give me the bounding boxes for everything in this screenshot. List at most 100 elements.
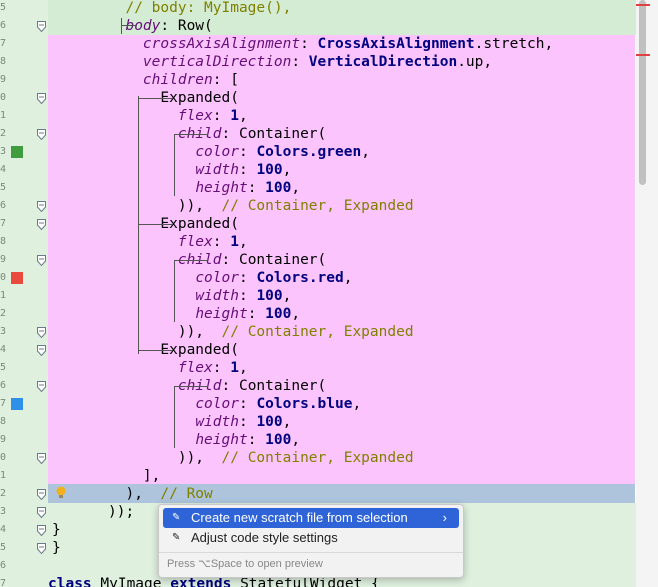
fold-toggle-icon[interactable] [37, 507, 46, 518]
code-line: ), // Row [108, 485, 212, 503]
code-token: class [48, 576, 101, 587]
line-number: 9 [0, 434, 7, 445]
code-token: flex [177, 108, 213, 124]
intention-actions-popup[interactable]: ✎ Create new scratch file from selection… [158, 504, 464, 578]
line-number: 0 [0, 92, 7, 103]
fold-toggle-icon[interactable] [37, 21, 46, 32]
code-token: , [291, 180, 301, 196]
scrollbar-thumb[interactable] [639, 0, 646, 185]
code-token: : Row( [160, 18, 213, 34]
code-token [108, 162, 195, 178]
code-token: extends [170, 576, 241, 587]
line-number: 0 [0, 272, 7, 283]
code-token [108, 108, 178, 124]
color-swatch-green[interactable] [11, 146, 23, 158]
line-number: 5 [0, 182, 7, 193]
code-token: : [212, 360, 231, 376]
indent-guide [174, 386, 208, 387]
code-token: , [361, 144, 370, 160]
code-token: MyImage [100, 576, 171, 587]
code-token: : [ [212, 72, 239, 88]
code-token: crossAxisAlignment [142, 36, 301, 52]
code-token: )); [108, 504, 135, 520]
line-number: 2 [0, 308, 7, 319]
code-token: : [247, 306, 266, 322]
code-token: )), [108, 198, 222, 214]
lightbulb-icon[interactable] [56, 486, 66, 500]
code-token: color [195, 396, 239, 412]
menu-item-adjust-style[interactable]: ✎ Adjust code style settings [172, 530, 338, 545]
code-token: // Container, Expanded [221, 450, 414, 466]
line-number: 1 [0, 290, 7, 301]
indent-guide [138, 98, 172, 99]
line-number: 1 [0, 110, 7, 121]
code-token: height [195, 306, 248, 322]
menu-item-create-scratch[interactable]: ✎ Create new scratch file from selection… [163, 508, 459, 528]
fold-toggle-icon[interactable] [37, 219, 46, 230]
code-token: : [212, 108, 231, 124]
code-token: Expanded( [108, 216, 239, 232]
color-swatch-red[interactable] [11, 272, 23, 284]
code-token: CrossAxisAlignment [317, 36, 475, 52]
line-number: 6 [0, 20, 7, 31]
code-token [108, 72, 143, 88]
error-marker[interactable] [636, 4, 650, 6]
fold-toggle-icon[interactable] [37, 255, 46, 266]
line-number: 5 [0, 542, 7, 553]
code-token: Colors.red [256, 270, 344, 286]
fold-toggle-icon[interactable] [37, 489, 46, 500]
color-swatch-blue[interactable] [11, 398, 23, 410]
indent-guide [174, 260, 175, 322]
error-marker[interactable] [636, 54, 650, 56]
code-token: , [238, 234, 248, 250]
line-number: 0 [0, 452, 7, 463]
code-token: : [238, 144, 257, 160]
fold-toggle-icon[interactable] [37, 453, 46, 464]
code-token [108, 396, 195, 412]
code-token: : [238, 288, 257, 304]
code-line: Expanded( [108, 215, 239, 233]
indent-guide [138, 96, 139, 354]
fold-toggle-icon[interactable] [37, 525, 46, 536]
line-number: 5 [0, 362, 7, 373]
code-token: // body: MyImage(), [108, 0, 292, 16]
fold-toggle-icon[interactable] [37, 345, 46, 356]
line-number: 7 [0, 398, 7, 409]
code-line: )), // Container, Expanded [108, 323, 414, 341]
code-token: 1 [230, 108, 239, 124]
scope-highlight-outer [48, 0, 648, 35]
line-number: 6 [0, 200, 7, 211]
indent-guide [138, 224, 172, 225]
fold-toggle-icon[interactable] [37, 93, 46, 104]
fold-toggle-icon[interactable] [37, 129, 46, 140]
code-token: .stretch, [474, 36, 554, 52]
code-token: Expanded( [108, 342, 239, 358]
code-token: 100 [256, 288, 283, 304]
code-token: : Container( [221, 126, 327, 142]
line-number: 7 [0, 578, 7, 587]
code-line: body: Row( [108, 17, 213, 35]
code-line: height: 100, [108, 431, 300, 449]
fold-toggle-icon[interactable] [37, 543, 46, 554]
code-token: StatefulWidget { [240, 576, 380, 587]
line-number: 6 [0, 380, 7, 391]
fold-toggle-icon[interactable] [37, 327, 46, 338]
fold-toggle-icon[interactable] [37, 381, 46, 392]
code-token: : [300, 36, 318, 52]
code-line: verticalDirection: VerticalDirection.up, [108, 53, 492, 71]
code-line: children: [ [108, 71, 239, 89]
indent-guide [121, 18, 122, 34]
code-token: , [352, 396, 362, 412]
indent-guide [174, 260, 208, 261]
code-token: color [195, 144, 239, 160]
code-token: : [238, 414, 257, 430]
scratch-icon: ✎ [172, 512, 181, 523]
fold-toggle-icon[interactable] [37, 201, 46, 212]
code-token: body [125, 18, 161, 34]
code-line: color: Colors.blue, [108, 395, 361, 413]
code-line: width: 100, [108, 413, 291, 431]
code-line: height: 100, [108, 305, 300, 323]
code-token: flex [177, 360, 213, 376]
code-line: flex: 1, [108, 359, 248, 377]
